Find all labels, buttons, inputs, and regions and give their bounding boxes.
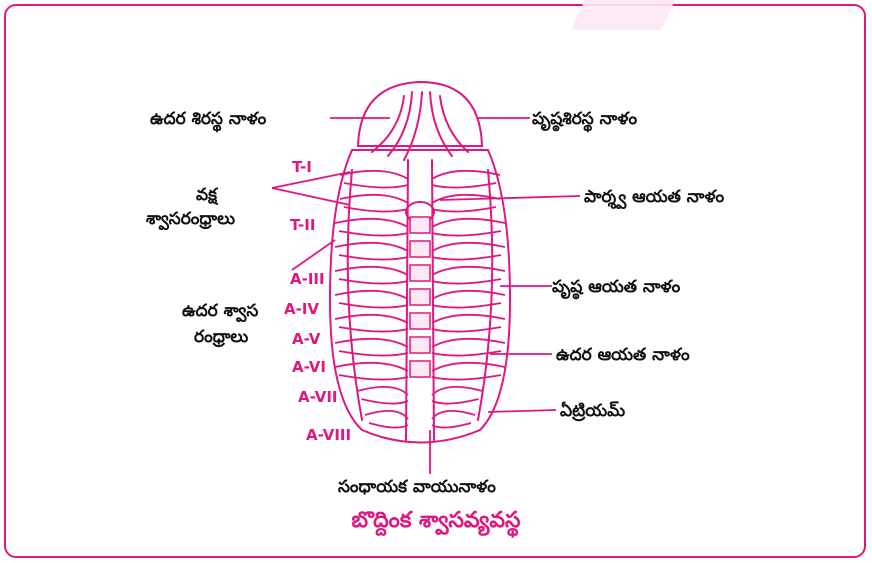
segment-trachea-right (432, 219, 505, 227)
segment-trachea-left (339, 279, 408, 284)
segment-trachea-left (335, 363, 408, 371)
segment-trachea-right (432, 267, 505, 275)
segment-trachea-right (432, 339, 505, 347)
diagram-title: బొద్దింక శ్వాసవ్యవస్థ (0, 508, 872, 538)
segment-trachea-left (365, 411, 408, 419)
segment-trachea-left (344, 207, 408, 212)
commissure-box (410, 337, 430, 353)
commissure-box (410, 217, 430, 233)
label-lateral-longitudinal-trachea: పార్శ్వ ఆయత నాళం (584, 186, 724, 208)
segment-trachea-right (432, 423, 471, 428)
segment-label: A-VII (298, 388, 338, 406)
segment-trachea-right (432, 171, 500, 179)
segment-trachea-left (335, 219, 408, 227)
segment-label: T-II (290, 216, 315, 234)
segment-trachea-left (335, 339, 408, 347)
label-abdominal-spiracles-line1: ఉదర శ్వాస (182, 300, 258, 322)
label-atrium: ఏట్రియమ్ (560, 400, 625, 422)
segment-trachea-right (432, 231, 501, 236)
segment-trachea-left (335, 243, 408, 251)
segment-trachea-left (335, 267, 408, 275)
segment-trachea-left (339, 375, 408, 380)
segment-trachea-left (358, 387, 409, 395)
segment-trachea-left (369, 423, 408, 428)
label-dorsal-cephalic-trachea: పృష్ఠశిరస్థ నాళం (532, 108, 637, 130)
segment-label: A-IV (284, 300, 319, 318)
segment-trachea-left (340, 171, 408, 179)
label-thoracic-spiracles-line1: వక్ష (196, 184, 217, 206)
segment-trachea-right (432, 387, 483, 395)
label-ventral-cephalic-trachea: ఉదర శిరస్థ నాళం (150, 108, 266, 130)
segment-trachea-left (362, 399, 409, 404)
segment-trachea-left (335, 315, 408, 323)
segment-trachea-left (339, 231, 408, 236)
segment-trachea-right (432, 375, 501, 380)
segment-label: T-I (292, 158, 312, 176)
segment-label: A-III (290, 270, 325, 288)
segment-trachea-right (432, 243, 505, 251)
segment-trachea-right (432, 399, 479, 404)
commissure-box (410, 361, 430, 377)
commissure-box (410, 241, 430, 257)
label-thoracic-spiracles-line2: శ్వాసరంధ్రాలు (146, 208, 235, 230)
label-ventral-longitudinal-trachea: ఉదర ఆయత నాళం (556, 344, 690, 366)
commissure-boxes (410, 217, 430, 377)
segment-label: A-VI (292, 358, 326, 376)
segment-trachea-left (344, 183, 408, 188)
segment-trachea-left (339, 255, 408, 260)
segment-trachea-right (432, 183, 496, 188)
segment-trachea-right (432, 291, 505, 299)
segment-trachea-left (339, 351, 408, 356)
segment-trachea-right (432, 207, 496, 212)
segment-label: A-V (292, 330, 320, 348)
segment-trachea-right (432, 411, 475, 419)
segment-trachea-right (432, 363, 505, 371)
segment-label: A-VIII (306, 426, 351, 444)
segment-trachea-right (432, 315, 505, 323)
commissure-box (410, 265, 430, 281)
segment-trachea-left (335, 291, 408, 299)
segment-trachea-right (432, 279, 501, 284)
segment-trachea-right (432, 255, 501, 260)
label-commissural-trachea: సంధాయక వాయునాళం (338, 476, 496, 498)
label-dorsal-longitudinal-trachea: పృష్ఠ ఆయత నాళం (552, 276, 680, 298)
commissure-box (410, 289, 430, 305)
commissure-box (410, 313, 430, 329)
label-abdominal-spiracles-line2: రంధ్రాలు (194, 326, 248, 348)
